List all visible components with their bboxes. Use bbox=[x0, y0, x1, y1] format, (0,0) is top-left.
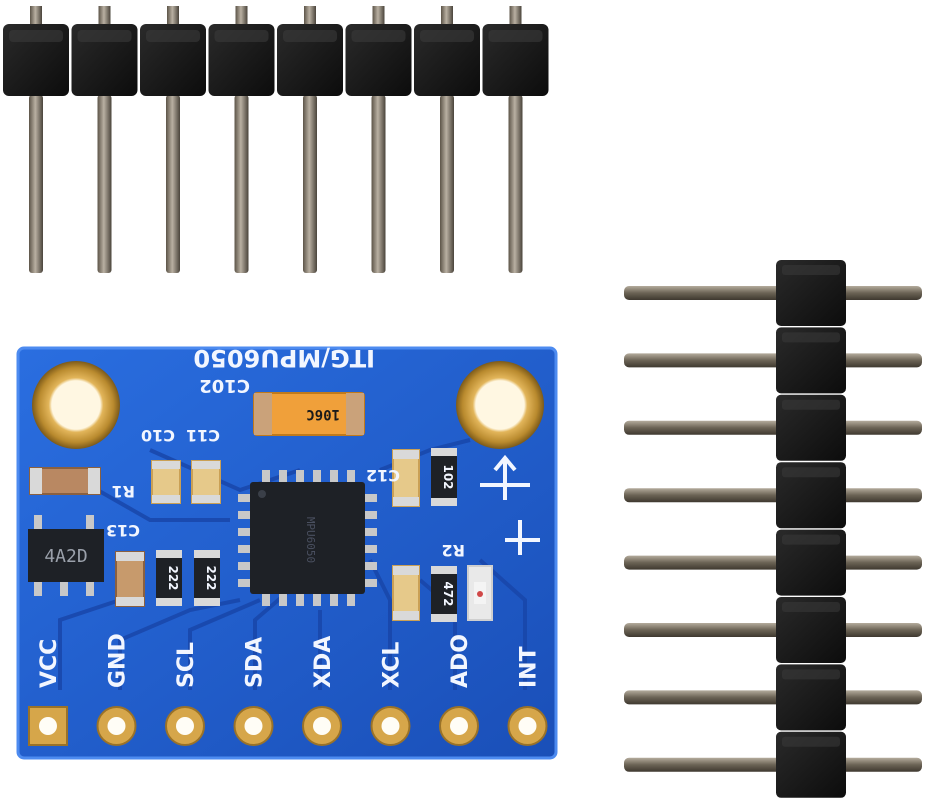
board-title-silkscreen: ITG/MPU6050 bbox=[193, 344, 375, 372]
chip-legs bbox=[238, 470, 377, 606]
angled-header-pin bbox=[624, 394, 922, 461]
mounting-hole-left bbox=[32, 361, 120, 449]
pin-label-sda: SDA bbox=[243, 637, 268, 688]
tantalum-marking: 106C bbox=[306, 406, 340, 422]
straight-header-pin bbox=[482, 6, 549, 273]
solder-pad bbox=[28, 706, 68, 746]
straight-header-pin bbox=[345, 6, 412, 273]
solder-pad bbox=[370, 706, 411, 746]
label-c11: C11 bbox=[186, 426, 220, 445]
straight-header-pin bbox=[277, 6, 343, 273]
solder-pad bbox=[233, 706, 274, 746]
right-angle-pin-header bbox=[624, 260, 922, 798]
regulator-marking: 4A2D bbox=[44, 546, 87, 567]
smd-resistor-222-a: 222 bbox=[156, 550, 182, 606]
smd-capacitor-c11 bbox=[191, 460, 221, 504]
smd-capacitor-c13 bbox=[115, 551, 145, 607]
chip-marking: MPU6050 bbox=[304, 517, 317, 563]
straight-header-pin bbox=[414, 6, 480, 273]
pin-label-int: INT bbox=[517, 646, 542, 688]
pin-label-scl: SCL bbox=[174, 642, 199, 688]
angled-header-pin bbox=[624, 260, 922, 326]
pin-label-xda: XDA bbox=[311, 636, 336, 688]
smd-resistor-222-b: 222 bbox=[194, 550, 220, 606]
label-r1: R1 bbox=[112, 482, 135, 501]
pin-labels: VCC GND SCL SDA XDA XCL ADO INT bbox=[37, 633, 542, 688]
straight-header-pin bbox=[208, 6, 275, 273]
pin-label-xcl: XCL bbox=[380, 642, 405, 688]
smd-resistor-r1 bbox=[29, 467, 101, 495]
resistor-472-marking: 472 bbox=[441, 581, 455, 606]
straight-header-pin bbox=[140, 6, 206, 273]
axis-orientation-marker bbox=[480, 454, 540, 555]
angled-header-pin bbox=[624, 462, 922, 529]
angled-header-pin bbox=[624, 327, 922, 394]
smd-capacitor-lower-right bbox=[392, 565, 420, 621]
angled-header-pin bbox=[624, 731, 922, 798]
resistor-222-a-marking: 222 bbox=[166, 565, 180, 590]
pin-label-gnd: GND bbox=[106, 633, 131, 688]
solder-pad bbox=[302, 706, 342, 746]
label-c10: C10 bbox=[141, 426, 175, 445]
power-led bbox=[467, 565, 493, 621]
smd-capacitor-c10 bbox=[151, 460, 181, 504]
pin-label-ado: ADO bbox=[448, 634, 473, 688]
angled-header-pin bbox=[624, 597, 922, 663]
straight-pin-header bbox=[3, 6, 549, 273]
voltage-regulator: 4A2D bbox=[28, 515, 104, 596]
solder-pad bbox=[507, 706, 548, 746]
pin-pads bbox=[28, 706, 548, 746]
label-r2: R2 bbox=[442, 541, 465, 560]
angled-header-pin bbox=[624, 529, 922, 596]
smd-resistor-472: 472 bbox=[431, 566, 457, 622]
smd-capacitor-c12 bbox=[392, 449, 420, 507]
label-c102: C102 bbox=[199, 375, 250, 396]
resistor-102-marking: 102 bbox=[441, 464, 455, 489]
solder-pad bbox=[96, 706, 137, 746]
mpu6050-chip: MPU6050 bbox=[238, 470, 377, 606]
straight-header-pin bbox=[3, 6, 69, 273]
solder-pad bbox=[439, 706, 479, 746]
mounting-hole-right bbox=[456, 361, 544, 449]
smd-resistor-102: 102 bbox=[431, 448, 457, 506]
tantalum-capacitor: 106C bbox=[253, 392, 365, 436]
label-c12: C12 bbox=[366, 466, 400, 485]
pin-label-vcc: VCC bbox=[37, 639, 62, 688]
angled-header-pin bbox=[624, 664, 922, 731]
label-c13: C13 bbox=[106, 521, 140, 540]
solder-pad bbox=[165, 706, 205, 746]
mpu6050-breakout-board: ITG/MPU6050 106C C102 MPU6050 C10 bbox=[16, 344, 558, 760]
resistor-222-b-marking: 222 bbox=[204, 565, 218, 590]
straight-header-pin bbox=[71, 6, 138, 273]
